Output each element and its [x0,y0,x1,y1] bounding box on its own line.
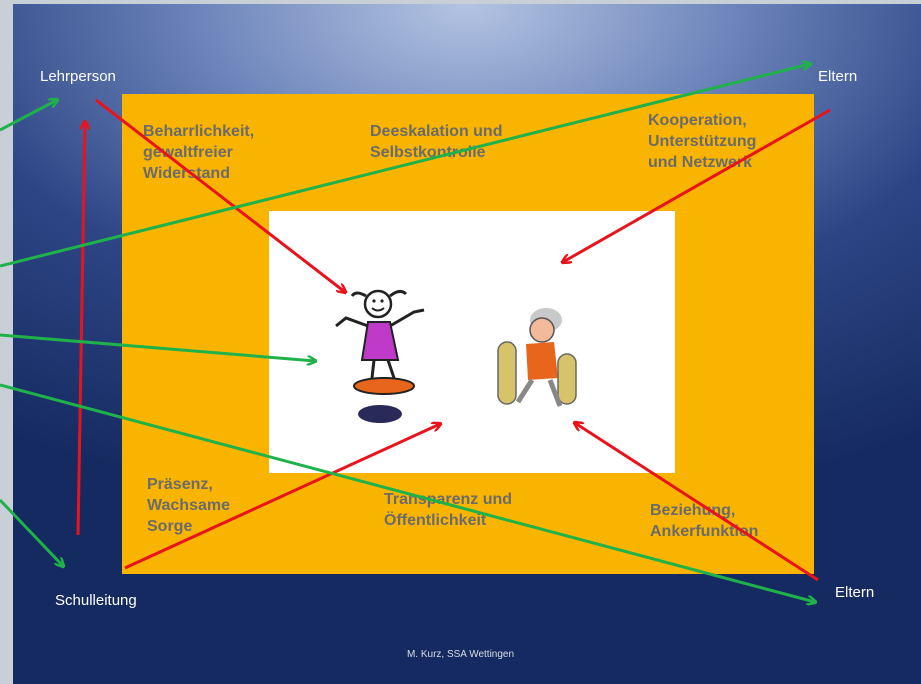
label-lehrperson: Lehrperson [40,68,116,85]
label-eltern-bottom: Eltern [835,584,875,601]
quadrant-top-right: Kooperation, Unterstützung und Netzwerk [648,112,757,171]
arrow-red-schulleitung-to-lehrperson [76,122,85,536]
arrow-red-schulleitung-to-center [124,424,440,570]
boy-carrying-skateboard-figure [497,308,577,407]
quadrant-top-center: Deeskalation und Selbstkontrolle [370,123,503,161]
left-margin-strip [0,0,13,684]
arrow-green-to-schulleitung [0,498,63,566]
quadrant-bottom-left: Präsenz, Wachsame Sorge [147,476,230,535]
arrow-red-eltern-to-boy-bottom [575,423,819,582]
label-eltern-top: Eltern [818,68,858,85]
arrow-green-to-girl [0,333,315,361]
arrow-red-eltern-to-boy [563,108,831,262]
quadrant-bottom-right: Beziehung, Ankerfunktion [650,502,759,540]
center-panel [269,211,675,473]
arrow-green-to-eltern-bottom [0,383,815,602]
girl-on-skateboard-figure [335,289,425,423]
arrow-red-lehrperson-to-girl [95,98,345,292]
arrow-green-to-lehrperson [0,100,57,132]
quadrant-top-left: Beharrlichkeit, gewaltfreier Widerstand [143,123,255,182]
arrow-green-to-eltern-top [0,64,810,268]
label-schulleitung: Schulleitung [55,592,137,609]
footer-credit: M. Kurz, SSA Wettingen [406,649,515,660]
